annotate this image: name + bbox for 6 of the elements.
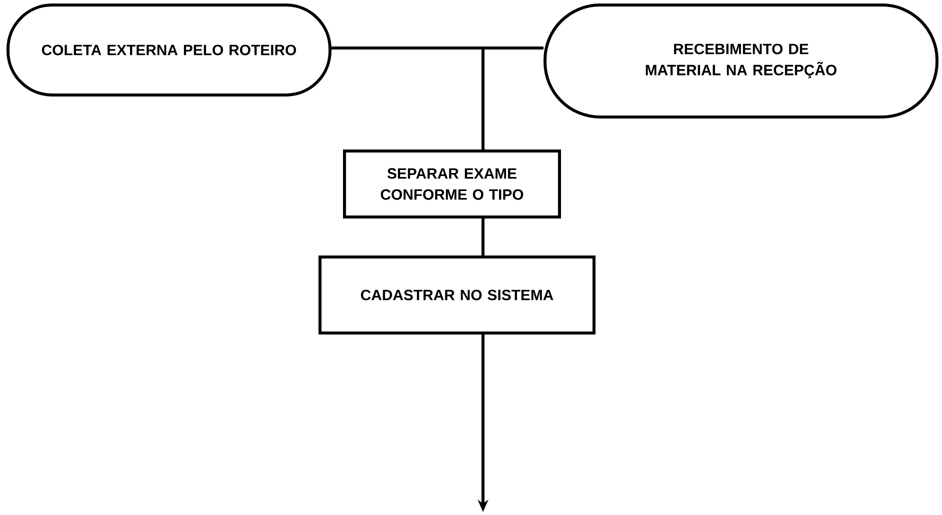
terminal-pill: COLETA EXTERNA PELO ROTEIRO [6,4,332,96]
connector [482,46,544,150]
terminal-pill: RECEBIMENTO DE MATERIAL NA RECEPÇÃO [544,4,938,118]
connector [482,218,484,256]
process-box: SEPARAR EXAME CONFORME O TIPO [343,150,561,218]
process-box: CADASTRAR NO SISTEMA [318,256,596,334]
